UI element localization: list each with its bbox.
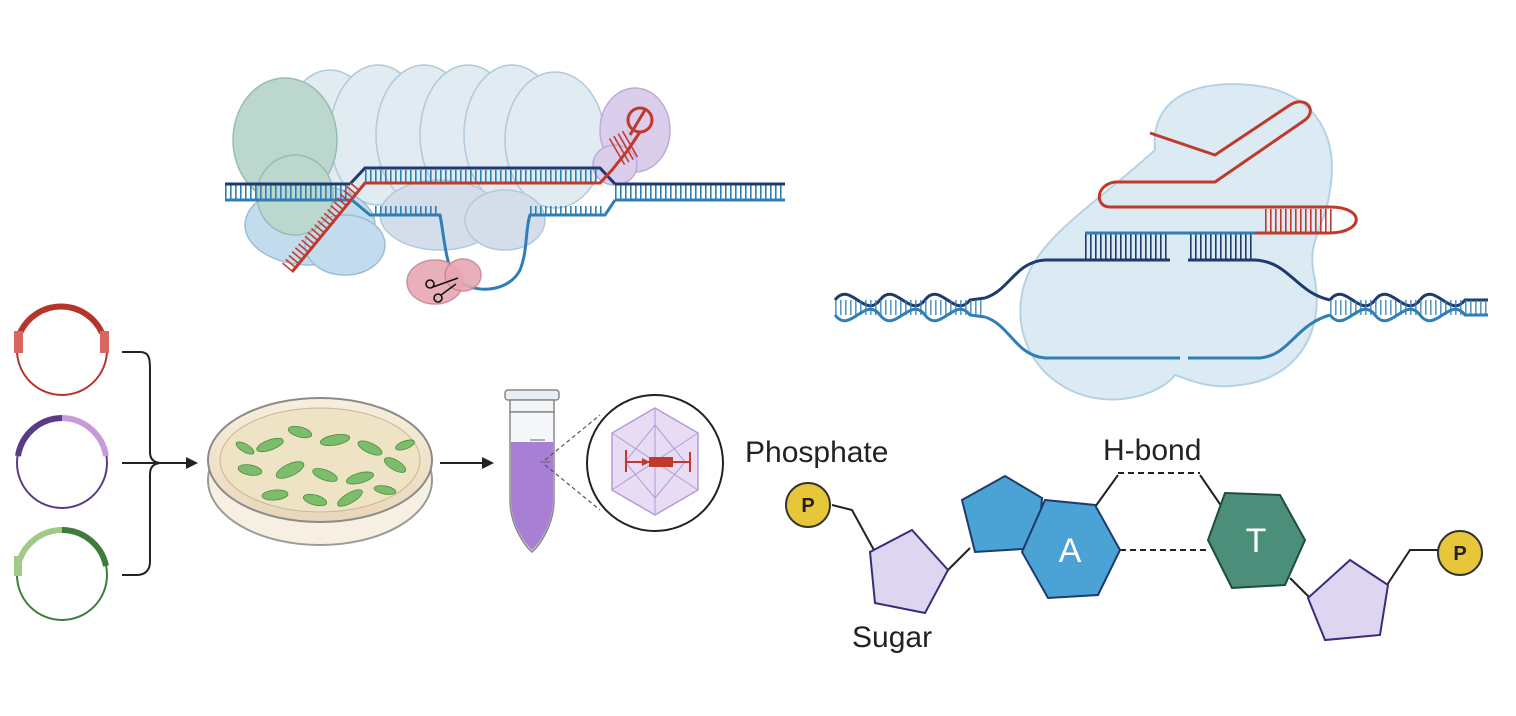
phosphate-p-right: P	[1453, 543, 1466, 565]
sugar-right-icon	[1306, 558, 1390, 642]
phosphate-left-icon	[785, 482, 831, 528]
adenine-pentagon	[960, 474, 1044, 554]
crispr-complex-icon	[225, 64, 785, 305]
thymine-hexagon	[1206, 491, 1307, 590]
dish-to-tube-arrow	[440, 457, 494, 469]
scissors-icon	[425, 277, 459, 303]
hbond-label: H-bond	[1103, 434, 1201, 467]
petri-dish-icon	[207, 397, 433, 546]
zoom-lines	[544, 414, 601, 511]
base-a-label: A	[1059, 532, 1082, 570]
adenine-hexagon	[1020, 498, 1122, 600]
sugar-left-icon	[868, 528, 950, 615]
phosphate-label: Phosphate	[745, 436, 888, 469]
sugar-label: Sugar	[852, 621, 932, 654]
aav-capsid-icon	[586, 394, 724, 532]
base-t-label: T	[1246, 522, 1267, 560]
phosphate-p-left: P	[801, 495, 814, 517]
base-pair-diagram: P P A T Phosphate H-bond Sugar	[745, 434, 1483, 654]
plasmid-icon	[14, 303, 109, 621]
tube-icon	[504, 389, 560, 553]
bracket-arrow	[122, 351, 198, 576]
prime-editor-complex-icon	[833, 83, 1488, 401]
phosphate-right-icon	[1437, 530, 1483, 576]
